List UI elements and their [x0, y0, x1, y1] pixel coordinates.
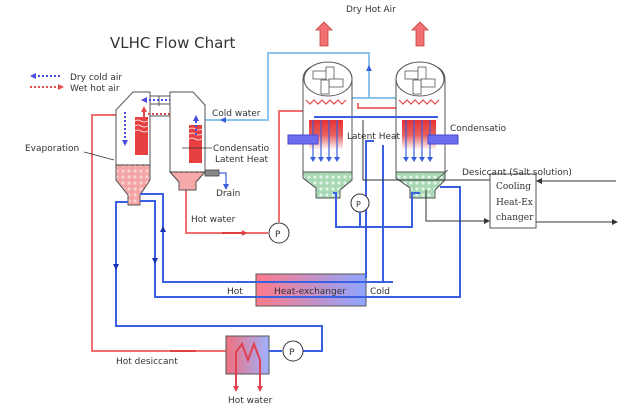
pump-hot-water: P [268, 222, 290, 244]
heat-exchanger-label: Heat-exchanger [274, 287, 346, 297]
cooling-water-lines [362, 120, 616, 223]
svg-text:changer: changer [496, 213, 534, 223]
pump-heater: P [282, 340, 304, 362]
up-arrow-icon [411, 21, 429, 47]
hot-water-heater [225, 335, 282, 392]
evaporation-vessel [115, 91, 151, 206]
flow-arrow-icon [242, 230, 247, 236]
arrow-right-icon [58, 84, 64, 90]
legend-item-dry-cold-air: Dry cold air [30, 73, 122, 83]
tower-desiccant-pipes [333, 140, 420, 278]
cooling-heat-exchanger: Cooling Heat-Ex changer [489, 173, 537, 229]
air-inlet [427, 134, 459, 145]
pump-label: P [275, 230, 281, 240]
heat-exchanger: Heat-exchanger [255, 273, 393, 307]
air-inlet [287, 134, 319, 145]
flow-arrow-icon [220, 117, 226, 123]
svg-text:Heat-Ex: Heat-Ex [496, 198, 533, 208]
latent-heat-label: Latent Heat [215, 155, 269, 165]
hot-label: Hot [227, 287, 243, 297]
condensation-label: Condensatio [450, 124, 507, 134]
drain-pipe [204, 169, 220, 177]
evaporation-label: Evaporation [25, 144, 79, 154]
desiccant-label: Desiccant (Salt solution) [462, 168, 572, 178]
latent-heat-label: Latent Heat [347, 132, 401, 142]
cold-desiccant-pipes [115, 145, 461, 352]
hot-desiccant-label: Hot desiccant [116, 357, 178, 367]
condensation-label: Condensatio [213, 144, 270, 154]
absorber-tower-right [395, 61, 459, 199]
cold-water-label: Cold water [212, 109, 261, 119]
cold-label: Cold [370, 287, 390, 297]
condenser-vessel [168, 91, 229, 191]
flow-arrow-icon [366, 65, 372, 71]
up-arrow-icon [315, 21, 333, 47]
arrow-left-icon [30, 73, 36, 79]
legend: Dry cold air Wet hot air [30, 73, 122, 94]
drain-label: Drain [216, 189, 240, 199]
dry-hot-air-arrows [315, 21, 429, 47]
pump-label: P [356, 200, 361, 209]
fan-icon [312, 66, 344, 95]
diagram-title: VLHC Flow Chart [110, 34, 235, 52]
hot-water-label: Hot water [228, 396, 273, 406]
legend-label: Dry cold air [70, 73, 122, 83]
pump-tower: P [350, 193, 370, 213]
hot-water-label: Hot water [191, 215, 236, 225]
absorber-tower-left [287, 61, 353, 199]
dry-hot-air-label: Dry Hot Air [346, 5, 396, 15]
fan-icon [404, 66, 436, 95]
svg-text:Cooling: Cooling [496, 182, 531, 192]
legend-item-wet-hot-air: Wet hot air [30, 84, 120, 94]
pump-label: P [289, 348, 295, 358]
legend-label: Wet hot air [70, 84, 120, 94]
